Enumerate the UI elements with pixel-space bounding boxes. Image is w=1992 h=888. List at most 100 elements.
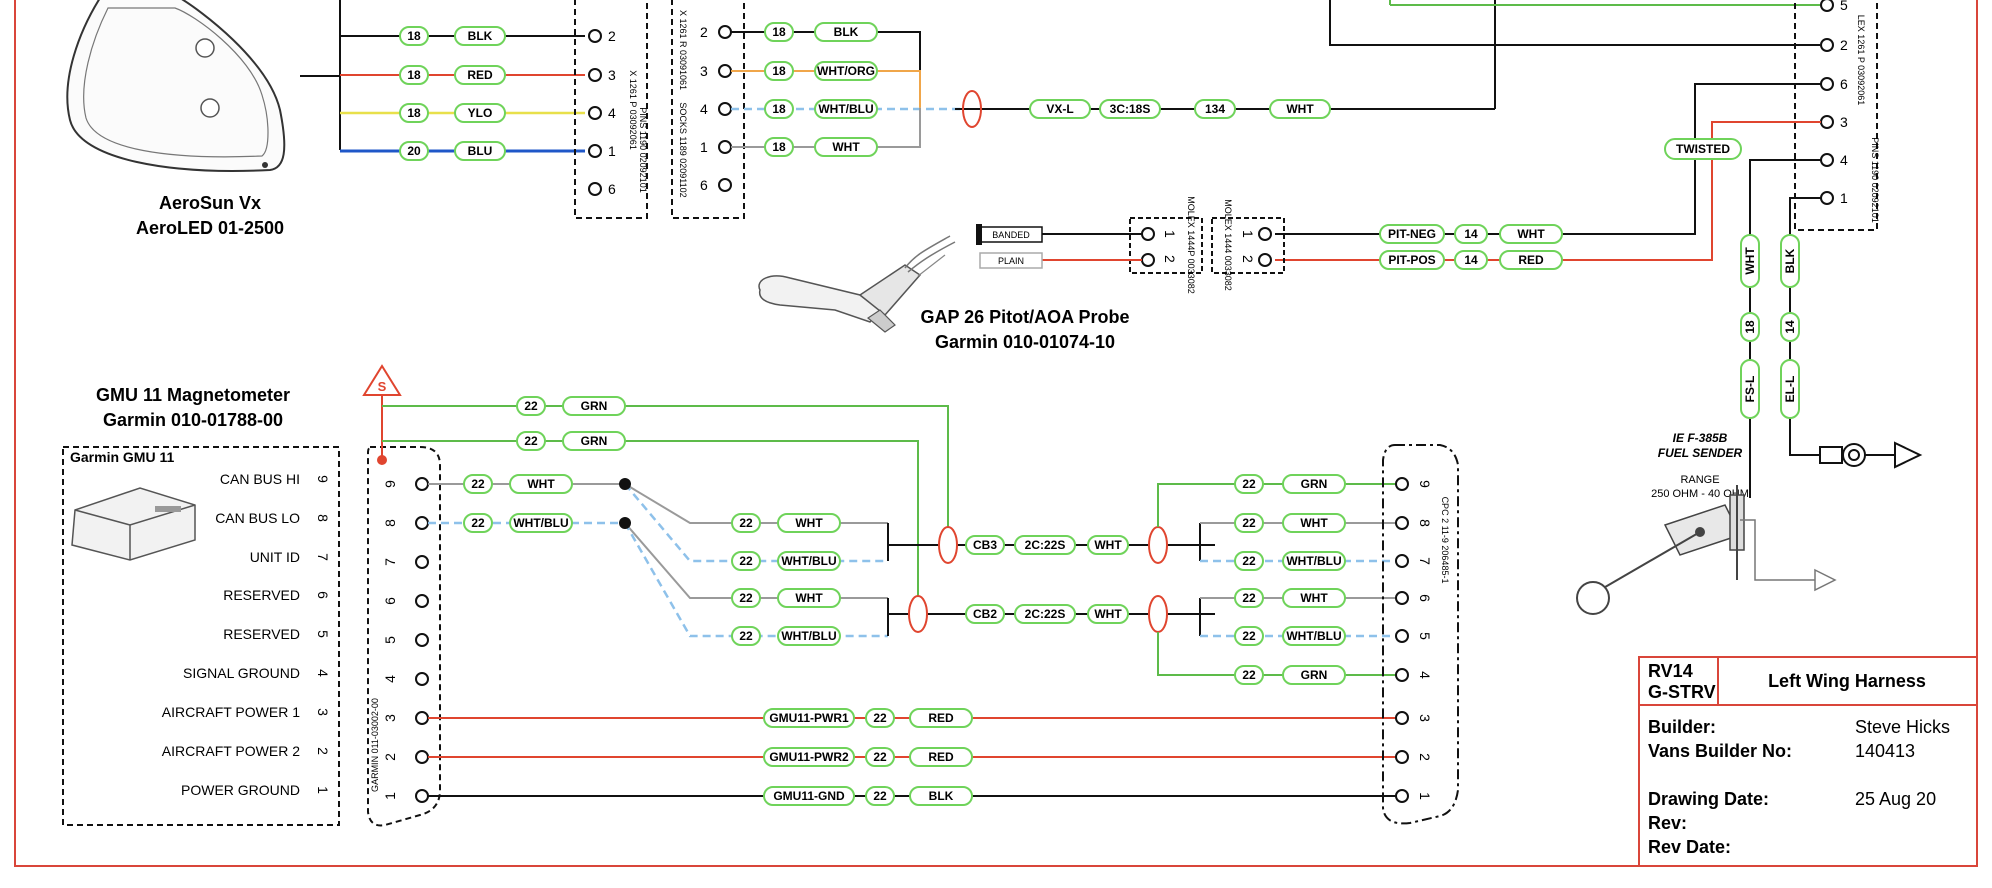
tag-mid-blk: BLK	[814, 22, 878, 42]
svg-text:18: 18	[772, 64, 786, 78]
tag-cb2-wht: WHT	[1087, 604, 1129, 624]
svg-text:6: 6	[1417, 594, 1433, 602]
shield-ground-icon: S	[362, 364, 402, 465]
svg-text:14: 14	[1783, 320, 1797, 334]
svg-text:22: 22	[1242, 554, 1256, 568]
right-connector-label2: LEX 1261 P 03092061	[1856, 15, 1866, 105]
svg-text:14: 14	[1464, 227, 1478, 241]
tag-pitpos: PIT-POS	[1379, 250, 1445, 270]
svg-text:1: 1	[382, 792, 398, 800]
tag-grn1-22: 22	[516, 396, 546, 416]
molex-left-label: MOLEX 1444P 0033082	[1186, 196, 1196, 293]
svg-text:PLAIN: PLAIN	[998, 256, 1024, 266]
svg-text:7: 7	[1417, 557, 1433, 565]
svg-text:9: 9	[1417, 480, 1433, 488]
tag-mid-18a: 18	[764, 22, 794, 42]
builder-label: Builder:	[1648, 717, 1716, 737]
svg-text:5: 5	[315, 630, 331, 638]
svg-text:3: 3	[608, 67, 616, 83]
fuel-sender-range-label: RANGE	[1680, 474, 1719, 486]
svg-text:22: 22	[873, 789, 887, 803]
tag-pitneg-14: 14	[1454, 224, 1488, 244]
tag-d-22: 22	[731, 626, 761, 646]
svg-text:4: 4	[1840, 152, 1848, 168]
svg-text:3: 3	[700, 63, 708, 79]
cpc-connector-pins: 9 8 7 6 5 4 3 2 1	[1395, 477, 1433, 803]
svg-text:AIRCRAFT POWER 2: AIRCRAFT POWER 2	[162, 743, 300, 759]
svg-text:WHT/BLU: WHT/BLU	[818, 102, 873, 116]
svg-text:POWER GROUND: POWER GROUND	[181, 782, 300, 798]
svg-text:VX-L: VX-L	[1046, 102, 1073, 116]
svg-text:RESERVED: RESERVED	[223, 626, 300, 642]
fuel-sender-range: 250 OHM - 40 OHM	[1651, 488, 1749, 500]
tag-pitneg: PIT-NEG	[1379, 224, 1445, 244]
right-connector-pins: 5 2 6 3 4 1	[1820, 0, 1848, 206]
svg-text:14: 14	[1464, 253, 1478, 267]
svg-text:4: 4	[315, 669, 331, 677]
tag-mid-18b: 18	[764, 61, 794, 81]
svg-text:BLK: BLK	[834, 25, 859, 39]
tag-pwr2: GMU11-PWR2	[763, 747, 855, 767]
builder-value: Steve Hicks	[1855, 717, 1950, 737]
tag-vx-wht: WHT	[1269, 99, 1331, 119]
svg-text:4: 4	[608, 105, 616, 121]
molex-left	[1129, 217, 1203, 274]
socks-connector-pins: 2 3 4 1 6	[700, 24, 732, 193]
tag-left-ylo: YLO	[454, 103, 506, 123]
svg-text:2: 2	[1840, 37, 1848, 53]
svg-text:1: 1	[1162, 230, 1178, 238]
svg-text:18: 18	[772, 25, 786, 39]
fuel-sender-illustration	[1576, 485, 1837, 615]
svg-text:1: 1	[1840, 190, 1848, 206]
led-connector-pins: 2 3 4 1 6	[588, 28, 616, 197]
tag-r7-22: 22	[1234, 551, 1264, 571]
svg-text:GRN: GRN	[1301, 477, 1328, 491]
svg-text:BLK: BLK	[1783, 248, 1797, 273]
pit-neg-wire	[1275, 83, 1821, 235]
tag-a-22: 22	[731, 513, 761, 533]
svg-text:GRN: GRN	[1301, 668, 1328, 682]
svg-text:6: 6	[608, 181, 616, 197]
svg-text:AIRCRAFT POWER 1: AIRCRAFT POWER 1	[162, 704, 300, 720]
svg-text:WHT/BLU: WHT/BLU	[1286, 629, 1341, 643]
tag-pitpos-red: RED	[1499, 250, 1563, 270]
molex-right-label: MOLEX 1444 0033082	[1223, 199, 1233, 291]
tag-grn2-22: 22	[516, 431, 546, 451]
tag-r8-22: 22	[1234, 513, 1264, 533]
fuel-sender-model: IE F-385B	[1673, 431, 1728, 445]
drawing-border	[14, 0, 1978, 867]
ring-terminal-icon	[1819, 441, 1923, 469]
molex-right	[1211, 217, 1285, 274]
svg-text:BANDED: BANDED	[992, 230, 1030, 240]
svg-text:134: 134	[1205, 102, 1225, 116]
tag-r6-wht: WHT	[1282, 588, 1346, 608]
svg-text:RED: RED	[928, 750, 954, 764]
svg-text:WHT: WHT	[1094, 538, 1122, 552]
tag-vxl: VX-L	[1029, 99, 1091, 119]
svg-text:WHT/ORG: WHT/ORG	[817, 64, 875, 78]
svg-text:3C:18S: 3C:18S	[1110, 102, 1151, 116]
tag-v-blk: BLK	[1780, 234, 1800, 288]
svg-text:GMU11-PWR1: GMU11-PWR1	[769, 711, 849, 725]
tag-r6-22: 22	[1234, 588, 1264, 608]
svg-text:5: 5	[382, 636, 398, 644]
tag-gnd-22: 22	[865, 786, 895, 806]
svg-text:CAN BUS HI: CAN BUS HI	[220, 471, 300, 487]
svg-text:22: 22	[524, 399, 538, 413]
tag-left-blu: BLU	[454, 141, 506, 161]
tag-r5-22: 22	[1234, 626, 1264, 646]
socks-connector-label2: X 1261 R 03091061	[678, 10, 688, 90]
tag-pitneg-wht: WHT	[1499, 224, 1563, 244]
tag-c-wht: WHT	[777, 588, 841, 608]
junction-dot-can-lo	[619, 517, 631, 529]
svg-text:22: 22	[873, 750, 887, 764]
svg-text:18: 18	[407, 106, 421, 120]
tag-r4-grn: GRN	[1282, 665, 1346, 685]
tag-left-18b: 18	[399, 65, 429, 85]
vans-builder-label: Vans Builder No:	[1648, 741, 1792, 761]
drawing-date-label: Drawing Date:	[1648, 789, 1769, 809]
svg-text:2: 2	[1240, 255, 1256, 263]
tag-gnd: GMU11-GND	[763, 786, 855, 806]
svg-text:18: 18	[407, 29, 421, 43]
